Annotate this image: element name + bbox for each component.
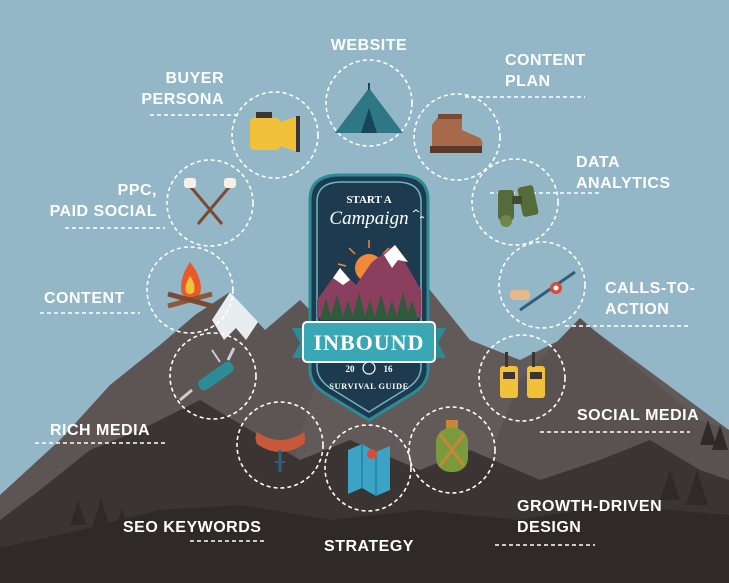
left-snowcap xyxy=(212,292,258,340)
label-data-analytics: DATA ANALYTICS xyxy=(576,154,671,192)
label-growth-driven-design: GROWTH-DRIVEN DESIGN xyxy=(517,498,663,536)
badge-year-left: 20 xyxy=(346,364,356,374)
compass-icon xyxy=(362,361,376,375)
label-calls-to-action: CALLS-TO- ACTION xyxy=(605,280,696,318)
badge-subtitle: SURVIVAL GUIDE xyxy=(329,381,409,391)
sausage-icon xyxy=(255,432,305,472)
map-icon xyxy=(348,444,390,496)
campfire-icon xyxy=(167,262,213,309)
tree-line-left xyxy=(70,498,129,530)
label-content-plan: CONTENT PLAN xyxy=(505,52,586,90)
leader-lines xyxy=(35,96,690,546)
walkie-talkie-icon xyxy=(500,352,545,398)
flashlight-icon xyxy=(250,112,300,152)
label-seo-keywords: SEO KEYWORDS xyxy=(123,519,262,536)
foreground-dark xyxy=(0,505,729,583)
badge-snow-right xyxy=(384,245,408,268)
fishing-rod-icon xyxy=(510,270,576,312)
label-rich-media: RICH MEDIA xyxy=(50,422,151,439)
marshmallow-sticks-icon xyxy=(184,178,236,225)
tree-line-right xyxy=(660,420,728,505)
badge-title: INBOUND xyxy=(314,330,425,355)
bird-icons xyxy=(412,209,425,219)
hiking-boot-icon xyxy=(430,114,483,153)
label-buyer-persona: BUYER PERSONA xyxy=(141,70,224,108)
tent-icon xyxy=(335,83,403,133)
badge-inner xyxy=(316,181,422,413)
label-content: CONTENT xyxy=(44,290,125,307)
pocket-knife-icon xyxy=(179,347,236,402)
icon-circles xyxy=(146,59,586,512)
canteen-icon xyxy=(436,420,468,472)
binoculars-icon xyxy=(498,185,539,227)
label-ppc-paid-social: PPC, PAID SOCIAL xyxy=(49,182,157,220)
badge-year-right: 16 xyxy=(384,364,394,374)
label-website: WEBSITE xyxy=(330,37,408,54)
badge-snow-left xyxy=(333,268,350,285)
badge-line1: START A xyxy=(346,194,391,206)
label-social-media: SOCIAL MEDIA xyxy=(577,407,700,424)
inbound-badge: START A Campaign xyxy=(292,173,446,422)
badge-forest xyxy=(320,292,418,320)
label-strategy: STRATEGY xyxy=(324,538,414,555)
badge-line2: Campaign xyxy=(329,208,408,229)
